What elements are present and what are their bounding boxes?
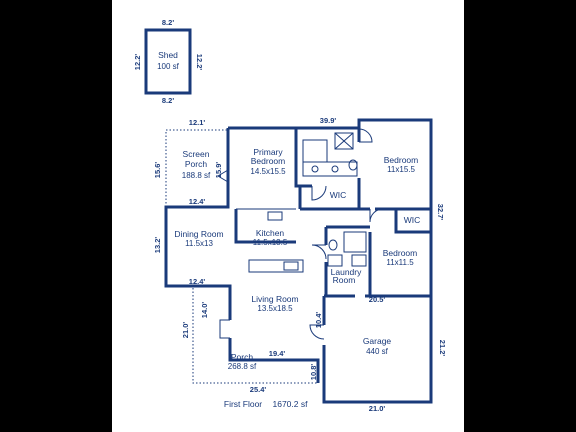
shed-dim-right: 12.2' — [195, 54, 204, 71]
bedroom-1-name: Bedroom — [384, 155, 419, 165]
shed-area: 100 sf — [157, 62, 180, 71]
vanity-icon — [302, 161, 358, 177]
door-swing-icon — [311, 185, 327, 201]
dim-house-width: 39.9' — [320, 116, 337, 125]
bedroom-2-name: Bedroom — [383, 248, 418, 258]
dim-dining-bottom: 12.4' — [189, 277, 206, 286]
screen-porch-area: 188.8 sf — [182, 171, 211, 180]
dim-dining-depth: 13.2' — [153, 237, 162, 254]
dim-living-left: 14.0' — [200, 302, 209, 319]
dryer-icon — [351, 254, 367, 267]
tub-icon — [302, 139, 328, 163]
garage-walls — [322, 296, 433, 404]
screen-porch-name-2: Porch — [185, 159, 207, 169]
primary-bedroom-size: 14.5x15.5 — [250, 167, 286, 176]
dim-screen-porch-top: 12.1' — [189, 118, 206, 127]
dim-dining-top: 12.4' — [189, 197, 206, 206]
door-swing-icon-2 — [358, 128, 373, 143]
dim-porch-depth: 21.0' — [181, 322, 190, 339]
hall-toilet-icon — [328, 239, 338, 251]
wall-kitchen — [234, 209, 296, 244]
dim-screen-porch-depth: 15.6' — [153, 162, 162, 179]
shed-dim-bottom: 8.2' — [162, 96, 174, 105]
sink-bowl-icon-2 — [331, 165, 339, 173]
toilet-icon — [348, 159, 358, 171]
primary-bedroom-name-2: Bedroom — [251, 156, 286, 166]
shower-x-icon-2 — [334, 132, 354, 150]
exterior-wall-north-east — [228, 118, 433, 298]
screen-porch-outline — [165, 129, 228, 207]
bedroom-2-size: 11x11.5 — [386, 258, 414, 267]
wic-2-name: WIC — [404, 215, 421, 225]
kitchen-size: 11.5x13.5 — [253, 238, 288, 247]
primary-bedroom-name-1: Primary — [253, 147, 283, 157]
sink-icon — [283, 261, 299, 271]
footer-floor-name: First Floor — [224, 399, 262, 409]
dim-porch-side: 10.8' — [309, 364, 318, 381]
wall-primary-bath — [294, 128, 312, 188]
dim-porch-width: 19.4' — [269, 349, 286, 358]
shower-icon — [334, 132, 354, 150]
porch-door-icon — [217, 169, 229, 183]
shed-dim-top: 8.2' — [162, 18, 174, 27]
bedroom-1-size: 11x15.5 — [387, 165, 415, 174]
shed-dim-left: 12.2' — [133, 54, 142, 71]
door-swing-icon-5 — [309, 324, 325, 340]
dim-porch-bottom: 25.4' — [250, 385, 267, 394]
exterior-wall-south — [228, 338, 320, 383]
dining-room-size: 11.5x13 — [185, 239, 213, 248]
dim-garage-depth: 21.2' — [438, 340, 447, 357]
porch-name: Porch — [231, 352, 253, 362]
kitchen-island — [248, 259, 304, 273]
dining-room-name: Dining Room — [174, 229, 223, 239]
shed-walls — [144, 28, 192, 95]
garage-area: 440 sf — [366, 347, 389, 356]
front-door-icon — [219, 319, 230, 339]
dim-garage-top: 20.5' — [369, 295, 386, 304]
cooktop-icon — [267, 211, 283, 221]
porch-area: 268.8 sf — [228, 362, 257, 371]
dim-house-depth: 32.7' — [436, 204, 445, 221]
living-room-size: 13.5x18.5 — [257, 304, 293, 313]
wall-wic-2 — [394, 209, 431, 234]
dim-primary-depth: 15.9' — [214, 162, 223, 179]
washer-icon — [327, 254, 343, 267]
dim-garage-bottom: 21.0' — [369, 404, 386, 413]
door-swing-icon-3 — [369, 208, 384, 223]
footer-total-area: 1670.2 sf — [273, 399, 309, 409]
sink-bowl-icon — [311, 165, 319, 173]
door-swing-icon-4 — [311, 244, 327, 260]
laundry-name-1: Laundry — [331, 267, 362, 277]
hall-bath-tub-icon — [343, 231, 367, 253]
kitchen-name: Kitchen — [256, 228, 285, 238]
shed-name: Shed — [158, 50, 178, 60]
porch-outline — [192, 288, 318, 384]
garage-name: Garage — [363, 336, 392, 346]
dim-laundry-side: 10.4' — [314, 312, 323, 329]
exterior-wall-west — [164, 128, 232, 320]
living-room-name: Living Room — [251, 294, 298, 304]
laundry-name-2: Room — [333, 275, 356, 285]
wic-1-name: WIC — [330, 190, 347, 200]
screen-porch-name-1: Screen — [183, 149, 210, 159]
